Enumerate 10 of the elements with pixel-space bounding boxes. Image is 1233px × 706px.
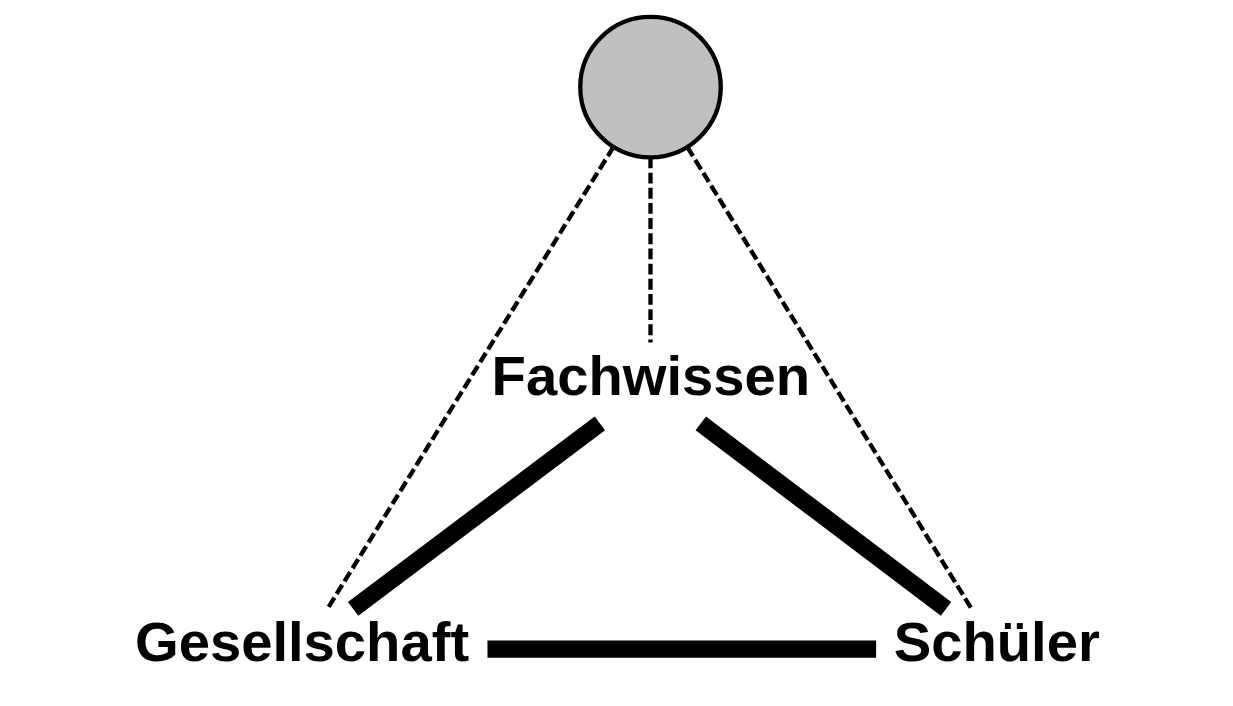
- connector: [347, 416, 605, 616]
- connector: [324, 146, 615, 611]
- connector: [486, 640, 876, 658]
- connector: [647, 157, 653, 343]
- connector: [695, 416, 951, 616]
- node-circle: [577, 14, 723, 160]
- node-text: Fachwissen: [491, 343, 810, 407]
- node-text: Gesellschaft: [134, 609, 469, 673]
- connector: [685, 146, 974, 611]
- node-text: Schüler: [893, 609, 1100, 673]
